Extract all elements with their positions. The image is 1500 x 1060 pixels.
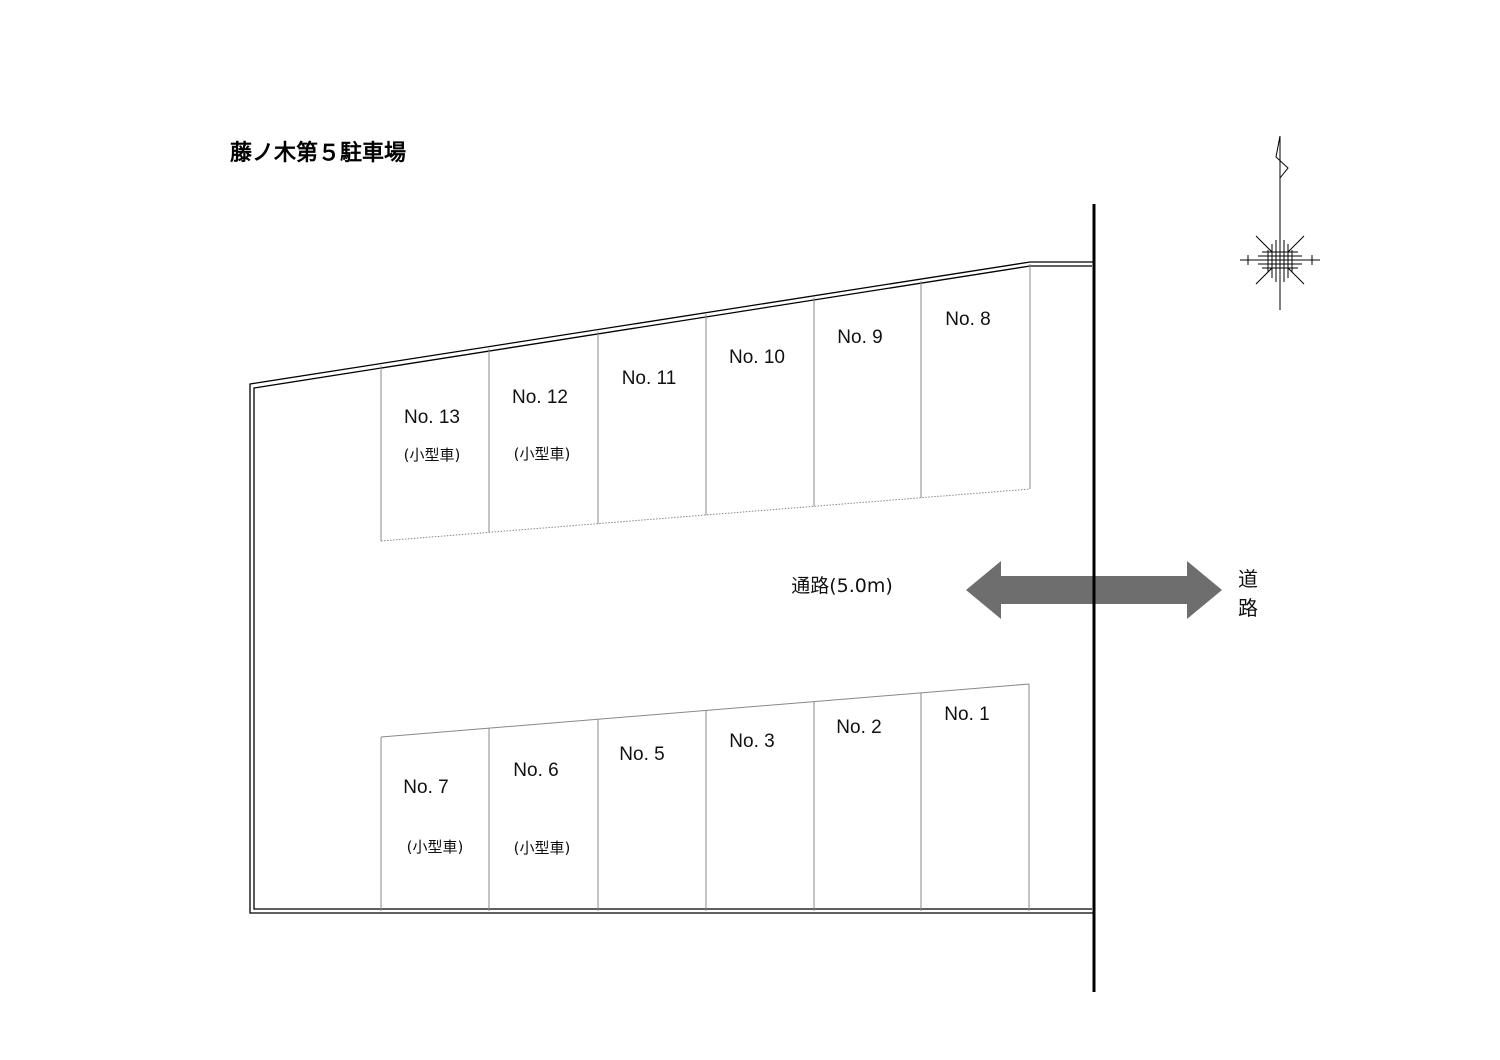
bottom-stall-row: No. 7 (小型車) No. 6 (小型車) No. 5 No. 3 No. …: [403, 704, 989, 857]
stall-label: No. 3: [729, 731, 774, 752]
stall-label: No. 6: [513, 760, 558, 781]
stall-label: No. 8: [945, 309, 990, 330]
road-label-top: 道: [1238, 567, 1258, 591]
north-arrow-icon: [1240, 135, 1320, 310]
stall-back-line: [380, 488, 1031, 542]
page-title: 藤ノ木第５駐車場: [230, 140, 406, 166]
road-label-bottom: 路: [1238, 596, 1258, 620]
stall-lines: [380, 264, 1031, 911]
stall-note: (小型車): [404, 446, 461, 464]
stall-label: No. 1: [944, 704, 989, 725]
stall-label: No. 5: [619, 744, 664, 765]
stall-label: No. 11: [622, 368, 677, 389]
stall-label: No. 13: [404, 407, 460, 428]
stall-front-line: [380, 683, 1030, 738]
stall-note: (小型車): [407, 838, 464, 856]
stall-note: (小型車): [514, 839, 571, 857]
stall-label: No. 10: [729, 347, 785, 368]
lot-boundary: [249, 261, 1094, 914]
top-stall-row: No. 13 (小型車) No. 12 (小型車) No. 11 No. 10 …: [404, 309, 991, 464]
stall-label: No. 2: [836, 717, 881, 738]
aisle-label: 通路(5.0m): [791, 575, 893, 597]
stall-label: No. 9: [837, 327, 882, 348]
stall-label: No. 7: [403, 777, 448, 798]
stall-note: (小型車): [514, 445, 571, 463]
stall-label: No. 12: [512, 387, 568, 408]
